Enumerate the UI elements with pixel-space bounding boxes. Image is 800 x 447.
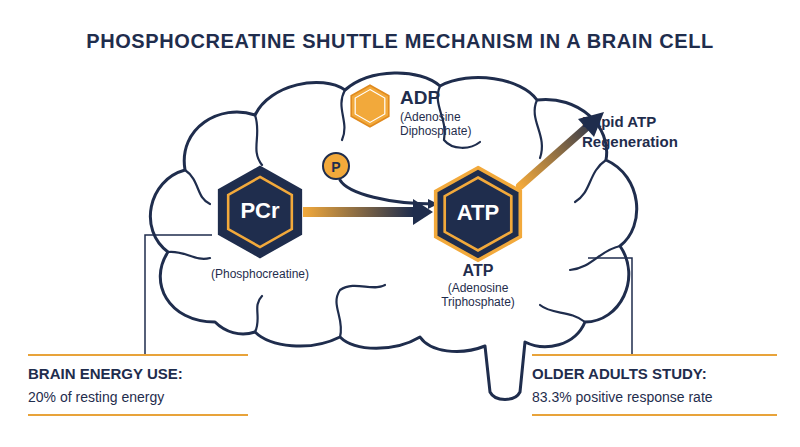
stat-heading: BRAIN ENERGY USE:: [28, 365, 248, 383]
reaction-arrow: [340, 180, 435, 204]
molecule-symbol: ATP: [428, 200, 528, 226]
brain-fold: [255, 115, 262, 165]
hexagon-inner-ring: [355, 90, 385, 123]
molecule-name: (Adenosine Triphosphate): [428, 281, 528, 309]
hexagon-outline: [351, 85, 389, 127]
stat-value: 83.3% positive response rate: [532, 389, 777, 406]
brain-outline: [150, 73, 636, 400]
stat-band: BRAIN ENERGY USE: 20% of resting energy: [28, 354, 248, 416]
brain-fold: [540, 305, 585, 322]
molecule-node: ATPATP(Adenosine Triphosphate): [428, 165, 528, 310]
arrow-line: [340, 180, 435, 204]
brain-fold: [185, 170, 210, 204]
molecule-node: PCr (Phosphocreatine): [205, 165, 315, 285]
brain-fold: [255, 296, 262, 332]
arrow-shaft: [303, 207, 413, 217]
molecule-name: (Adenosine Diphosphate): [400, 110, 495, 138]
molecule-name: (Phosphocreatine): [205, 267, 315, 281]
phosphate-circle: P: [322, 152, 350, 180]
molecule-node: ADP(Adenosine Diphosphate): [350, 82, 525, 144]
stat-band: OLDER ADULTS STUDY: 83.3% positive respon…: [532, 354, 777, 416]
stat-heading: OLDER ADULTS STUDY:: [532, 365, 777, 383]
brain-fold: [575, 160, 606, 202]
leader-line: [588, 258, 632, 354]
brain-fold: [535, 100, 542, 158]
molecule-symbol: ADP: [400, 86, 510, 109]
molecule-symbol: P: [324, 159, 348, 176]
brain-fold: [336, 285, 385, 337]
brain-fold: [341, 90, 345, 140]
diagram-title: PHOSPHOCREATINE SHUTTLE MECHANISM IN A B…: [0, 30, 800, 53]
stat-value: 20% of resting energy: [28, 389, 248, 406]
brain-fold: [168, 252, 210, 259]
molecule-symbol: PCr: [205, 198, 315, 224]
molecule-name: ATP: [428, 261, 528, 280]
annotation-label: Rapid ATP Regeneration: [582, 112, 682, 152]
regeneration-arrow: [520, 126, 588, 186]
hexagon-shape: [350, 84, 390, 128]
leader-line: [145, 235, 212, 354]
